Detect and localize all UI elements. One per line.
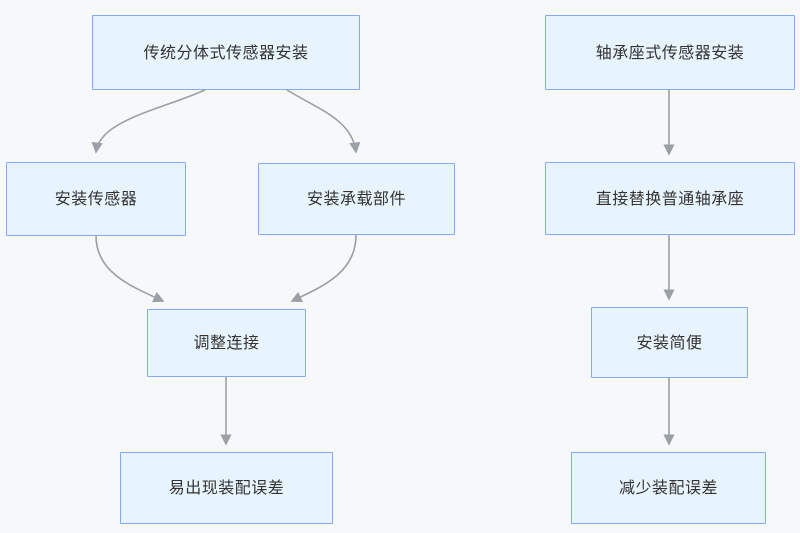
- node-label: 易出现装配误差: [168, 478, 285, 498]
- edge-n3-n4: [290, 234, 357, 303]
- edge-n1-n3: [286, 89, 361, 154]
- node-traditional-split-sensor-install[interactable]: 传统分体式传感器安装: [92, 15, 360, 90]
- node-reduce-assembly-error[interactable]: 减少装配误差: [571, 452, 766, 524]
- node-install-load-bearing-component[interactable]: 安装承载部件: [258, 163, 455, 235]
- node-label: 减少装配误差: [618, 478, 718, 498]
- node-label: 轴承座式传感器安装: [595, 42, 745, 62]
- node-label: 传统分体式传感器安装: [143, 42, 309, 62]
- node-label: 调整连接: [193, 333, 260, 353]
- node-label: 安装传感器: [54, 189, 138, 209]
- edge-n2-n4: [95, 235, 165, 303]
- node-label: 安装承载部件: [306, 189, 406, 209]
- edge-n1-n2: [91, 89, 206, 154]
- node-label: 安装简便: [636, 332, 703, 352]
- node-direct-replace-ordinary-bearing-seat[interactable]: 直接替换普通轴承座: [545, 162, 795, 235]
- node-bearing-seat-sensor-install[interactable]: 轴承座式传感器安装: [545, 15, 795, 90]
- node-adjust-connection[interactable]: 调整连接: [147, 309, 306, 377]
- node-install-sensor[interactable]: 安装传感器: [6, 162, 186, 236]
- node-prone-to-assembly-error[interactable]: 易出现装配误差: [120, 452, 333, 524]
- node-label: 直接替换普通轴承座: [595, 188, 745, 208]
- node-easy-installation[interactable]: 安装简便: [591, 307, 748, 378]
